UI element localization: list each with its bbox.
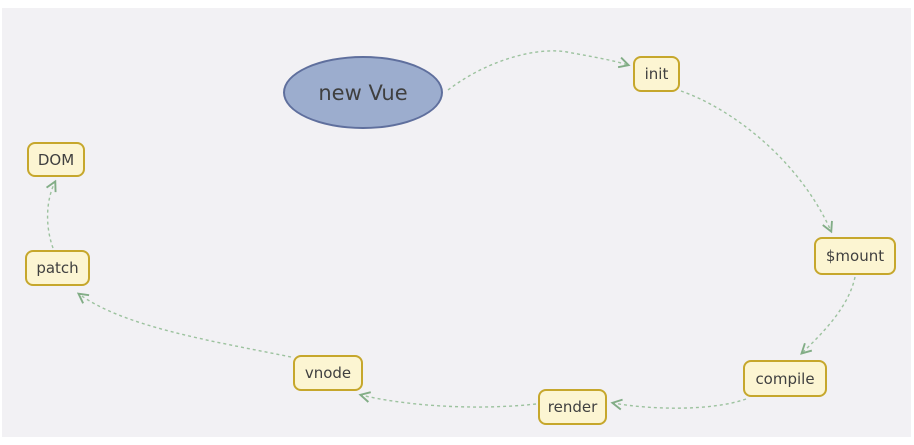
node-mount-label: $mount — [825, 247, 885, 265]
node-render: render — [538, 389, 607, 425]
node-compile: compile — [743, 360, 827, 397]
node-patch: patch — [25, 250, 90, 286]
node-patch-label: patch — [36, 259, 79, 277]
node-init-label: init — [644, 65, 669, 83]
node-new-vue: new Vue — [283, 56, 443, 129]
node-new-vue-label: new Vue — [318, 80, 408, 105]
node-init: init — [633, 56, 680, 92]
node-vnode: vnode — [293, 355, 363, 391]
node-dom: DOM — [27, 142, 85, 177]
node-compile-label: compile — [755, 369, 815, 388]
node-mount: $mount — [814, 237, 896, 275]
node-dom-label: DOM — [37, 150, 75, 169]
node-render-label: render — [547, 398, 598, 416]
node-vnode-label: vnode — [304, 364, 352, 382]
